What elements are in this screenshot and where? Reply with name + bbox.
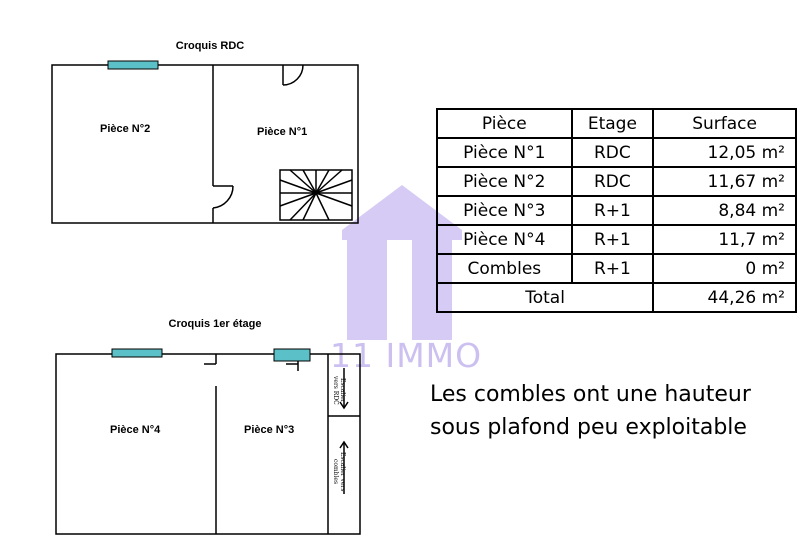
etage-floor-plan [55, 348, 361, 535]
cell-surface: 11,67 m² [652, 166, 797, 197]
etage-window-right [273, 348, 311, 362]
rdc-room1-label: Pièce N°1 [257, 126, 308, 138]
cell-etage: R+1 [570, 253, 655, 284]
total-value: 44,26 m² [652, 282, 797, 313]
rdc-floor-plan [51, 60, 359, 224]
total-label: Total [435, 282, 655, 313]
table-row: Pièce N°3 R+1 8,84 m² [436, 195, 797, 226]
header-surface: Surface [652, 108, 797, 139]
rdc-room2-label: Pièce N°2 [100, 123, 151, 135]
cell-surface: 11,7 m² [652, 224, 797, 255]
note-line-2: sous plafond peu exploitable [430, 415, 747, 440]
table-row: Pièce N°1 RDC 12,05 m² [436, 137, 797, 168]
table-total-row: Total 44,26 m² [435, 282, 797, 313]
rdc-plan-title: Croquis RDC [175, 40, 245, 52]
cell-etage: R+1 [570, 195, 655, 226]
etage-window-left [111, 348, 163, 358]
cell-piece: Pièce N°2 [436, 166, 573, 197]
cell-etage: R+1 [570, 224, 655, 255]
cell-surface: 0 m² [652, 253, 797, 284]
etage-plan-title: Croquis 1er étage [168, 318, 262, 330]
stair-up-label: Escalier vers combles [332, 452, 346, 492]
table-row: Pièce N°4 R+1 11,7 m² [436, 224, 797, 255]
cell-etage: RDC [570, 137, 655, 168]
cell-etage: RDC [570, 166, 655, 197]
table-row: Combles R+1 0 m² [436, 253, 797, 284]
cell-surface: 8,84 m² [652, 195, 797, 226]
header-piece: Pièce [436, 108, 573, 139]
stair-down-label: Escalier vers RDC [332, 375, 346, 405]
table-row: Pièce N°2 RDC 11,67 m² [436, 166, 797, 197]
note-text: Les combles ont une hauteur sous plafond… [430, 378, 751, 444]
etage-room4-label: Pièce N°4 [110, 424, 161, 436]
note-line-1: Les combles ont une hauteur [430, 382, 751, 407]
table-header-row: Pièce Etage Surface [436, 108, 797, 139]
etage-room3-label: Pièce N°3 [244, 424, 295, 436]
cell-surface: 12,05 m² [652, 137, 797, 168]
header-etage: Etage [570, 108, 655, 139]
cell-piece: Combles [436, 253, 573, 284]
watermark-text: 11 IMMO [330, 336, 483, 375]
surface-table: Pièce Etage Surface Pièce N°1 RDC 12,05 … [435, 108, 797, 313]
cell-piece: Pièce N°1 [436, 137, 573, 168]
rdc-window [107, 60, 159, 70]
cell-piece: Pièce N°4 [436, 224, 573, 255]
cell-piece: Pièce N°3 [436, 195, 573, 226]
